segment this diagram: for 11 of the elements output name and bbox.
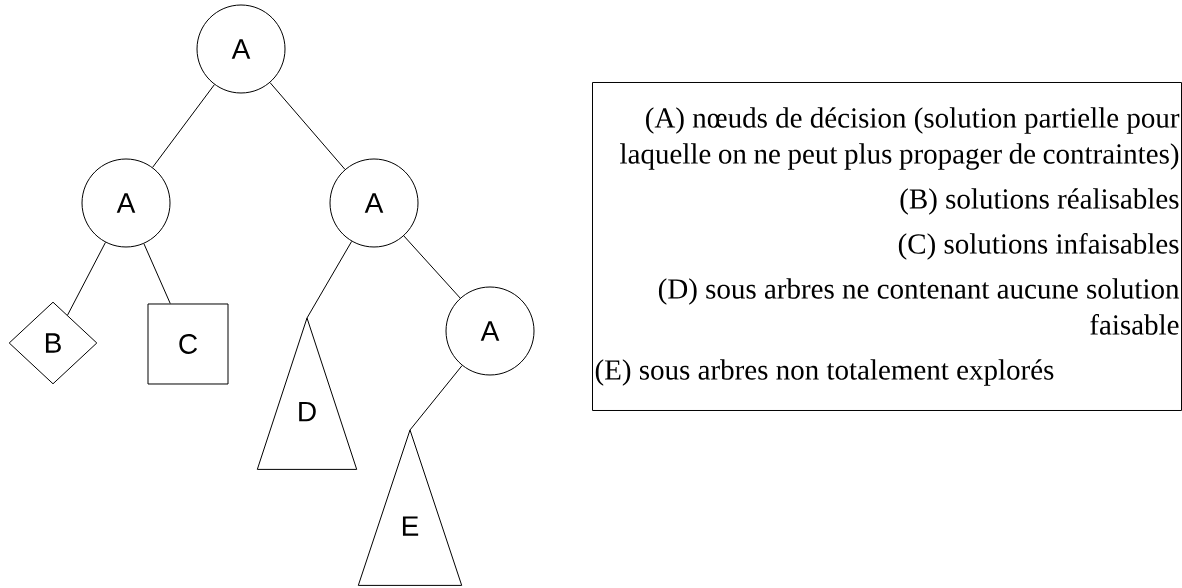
tree-edge (143, 243, 171, 304)
infeasible-solution-square: C (147, 303, 229, 385)
tree-edge (403, 235, 461, 299)
tree-edge (409, 365, 463, 431)
tree-edge (152, 84, 215, 168)
tree-edge (67, 241, 106, 316)
subtree-triangle: E (357, 429, 463, 586)
legend-box: (A) nœuds de décision (solution partielle pour laquelle on ne peut plus propager de contraintes) (B) solutions réalisables (C) solutions infaisables (D) sous arbres ne contenant aucune solution faisable (E) sous arbres non totalement explorés (592, 82, 1182, 411)
subtree-triangle: D (256, 317, 358, 470)
tree-edge (306, 240, 353, 319)
tree-edge (269, 82, 346, 170)
